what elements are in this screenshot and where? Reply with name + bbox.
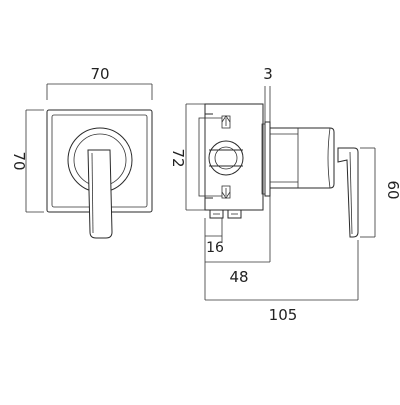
front-height-label: 70 (10, 151, 28, 170)
handle-height-dimension: 60 (360, 147, 400, 238)
fitting-depth-label: 16 (206, 240, 224, 256)
flow-arrow-down (221, 185, 231, 199)
handle-height-label: 60 (384, 180, 400, 199)
front-height-dimension: 70 (10, 109, 44, 213)
front-width-label: 70 (90, 65, 109, 83)
valve-body (204, 103, 264, 211)
fitting-depth-dimension: 16 (204, 218, 224, 262)
front-lever-handle (87, 149, 113, 239)
side-lever-handle (337, 147, 359, 238)
front-width-dimension: 70 (46, 65, 153, 100)
outlet-connection (208, 140, 244, 176)
flow-arrow-up (221, 115, 231, 129)
cartridge-body (269, 127, 335, 189)
overall-depth-dimension: 105 (204, 240, 359, 324)
body-height-label: 72 (169, 148, 187, 167)
plate-thickness-label: 3 (263, 65, 273, 83)
overall-depth-label: 105 (269, 306, 298, 324)
body-depth-label: 48 (229, 268, 248, 286)
plate-thickness-dimension: 3 (263, 65, 273, 122)
side-wall-plate (264, 121, 271, 197)
front-view: 70 70 (10, 65, 153, 239)
body-depth-dimension: 48 (205, 196, 271, 286)
bottom-fitting (209, 209, 242, 219)
side-view: 3 72 (169, 65, 400, 324)
body-height-dimension: 72 (169, 103, 205, 211)
